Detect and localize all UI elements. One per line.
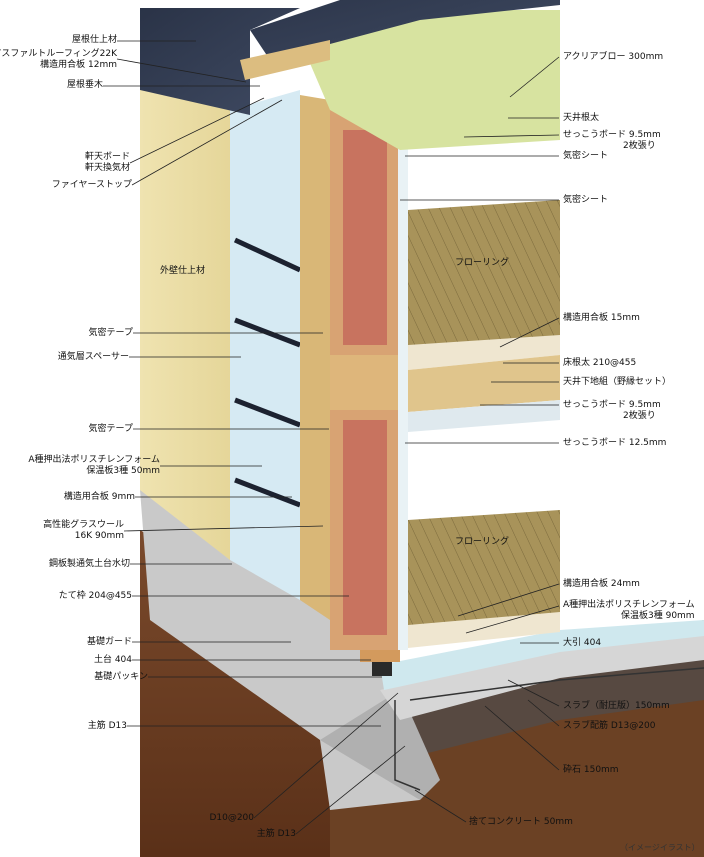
label-gypsum-1-line1: せっこうボード 9.5mm	[563, 130, 661, 140]
caption: （イメージイラスト）	[620, 843, 700, 852]
label-acryl-blow: アクリアブロー 300mm	[563, 52, 664, 62]
label-eps-board: A種押出法ポリスチレンフォーム 保温板3種 50mm	[28, 455, 160, 477]
leader-lines	[103, 40, 560, 835]
label-soffit-vent: 軒天換気材	[84, 163, 130, 173]
label-steel-drip: 鋼板製通気土台水切	[48, 559, 130, 569]
label-vent-spacer: 通気層スペーサー	[57, 352, 129, 362]
label-main-rebar: 主筋 D13	[87, 721, 127, 731]
label-gypsum-2: せっこうボード 9.5mm 2枚張り	[563, 400, 661, 422]
label-wall-plywood: 構造用合板 9mm	[63, 492, 135, 502]
label-eps-board-line1: A種押出法ポリスチレンフォーム	[28, 455, 160, 465]
lower-flooring	[408, 510, 560, 640]
slab	[380, 635, 704, 720]
label-stud: たて枠 204@455	[58, 591, 132, 601]
vent-spacer-strips	[233, 237, 302, 508]
label-floor-plywood-24: 構造用合板 24mm	[563, 579, 640, 589]
label-asphalt-roofing: アスファルトルーフィング22K 構造用合板 12mm	[0, 49, 117, 71]
label-roof-finish: 屋根仕上材	[71, 35, 117, 45]
label-slab-rebar: スラブ配筋 D13@200	[563, 721, 656, 731]
label-glass-wool-line2: 16K 90mm	[74, 531, 124, 541]
label-airtight-tape-1: 気密テープ	[88, 328, 133, 338]
glass-wool-upper	[343, 130, 387, 345]
acryl-blow-insulation	[300, 10, 560, 150]
label-crushed-stone: 砕石 150mm	[563, 765, 619, 775]
label-beam-404: 大引 404	[563, 638, 602, 648]
upper-flooring	[408, 200, 560, 360]
label-asphalt-roofing-line1: アスファルトルーフィング22K	[0, 49, 117, 59]
crushed-stone	[400, 640, 704, 760]
roof-upper	[250, 0, 560, 60]
roof-finish	[140, 8, 300, 115]
interior-gypsum	[398, 130, 408, 650]
label-floor-joist: 床根太 210@455	[563, 358, 637, 368]
label-gypsum-1: せっこうボード 9.5mm 2枚張り	[563, 130, 661, 152]
sill-404	[360, 650, 400, 662]
label-gypsum-125: せっこうボード 12.5mm	[563, 438, 667, 448]
label-gypsum-2-line1: せっこうボード 9.5mm	[563, 400, 661, 410]
rebar	[394, 667, 704, 791]
label-gypsum-2-line2: 2枚張り	[623, 411, 656, 421]
label-foundation-packing: 基礎パッキン	[94, 672, 148, 682]
label-airtight-tape-2: 気密テープ	[88, 424, 133, 434]
label-fire-stop: ファイヤーストップ	[51, 180, 132, 190]
area-flooring-lower: フローリング	[455, 537, 510, 547]
label-gypsum-1-line2: 2枚張り	[623, 141, 656, 151]
label-eps-board-line2: 保温板3種 50mm	[86, 466, 160, 476]
label-slab: スラブ（耐圧版）150mm	[563, 701, 670, 711]
label-foundation-guard: 基礎ガード	[86, 637, 132, 647]
label-airtight-sheet-2: 気密シート	[563, 195, 609, 205]
label-eps-90-line1: A種押出法ポリスチレンフォーム	[563, 600, 695, 610]
label-eps-90: A種押出法ポリスチレンフォーム 保温板3種 90mm	[563, 600, 695, 622]
wall-plywood	[300, 95, 330, 620]
floor-plywood-15	[408, 335, 560, 370]
label-soffit: 軒天ボード 軒天換気材	[85, 152, 130, 174]
label-airtight-sheet-1: 気密シート	[563, 151, 609, 161]
exterior-wall-finish	[140, 8, 250, 560]
label-floor-plywood-15: 構造用合板 15mm	[563, 313, 640, 323]
label-ceiling-joist: 天井根太	[563, 113, 600, 123]
floor-plywood-24	[408, 612, 560, 648]
label-lean-concrete: 捨てコンクリート 50mm	[469, 817, 573, 827]
glass-wool-lower	[343, 420, 387, 635]
area-flooring-upper: フローリング	[455, 258, 510, 268]
floor-joist-zone	[408, 355, 560, 412]
eps-board	[230, 90, 300, 600]
label-main-rebar-2: 主筋 D13	[256, 829, 296, 839]
ceiling-gypsum	[408, 400, 560, 432]
label-soffit-board: 軒天ボード	[84, 152, 130, 162]
label-eps-90-line2: 保温板3種 90mm	[621, 611, 695, 621]
floor-band	[330, 355, 404, 415]
label-glass-wool: 高性能グラスウール 16K 90mm	[43, 520, 124, 542]
label-d10: D10@200	[209, 813, 254, 823]
footing	[320, 690, 440, 800]
foundation-packing	[372, 662, 392, 676]
slab-insulation	[380, 620, 704, 690]
label-ceiling-frame: 天井下地組（野縁セット）	[563, 377, 672, 387]
label-exterior-finish: 外壁仕上材	[160, 266, 206, 276]
label-glass-wool-line1: 高性能グラスウール	[43, 520, 124, 530]
label-rafter: 屋根垂木	[66, 80, 103, 90]
label-roof-plywood: 構造用合板 12mm	[40, 60, 117, 70]
rafter	[240, 40, 330, 80]
label-sill: 土台 404	[93, 655, 132, 665]
